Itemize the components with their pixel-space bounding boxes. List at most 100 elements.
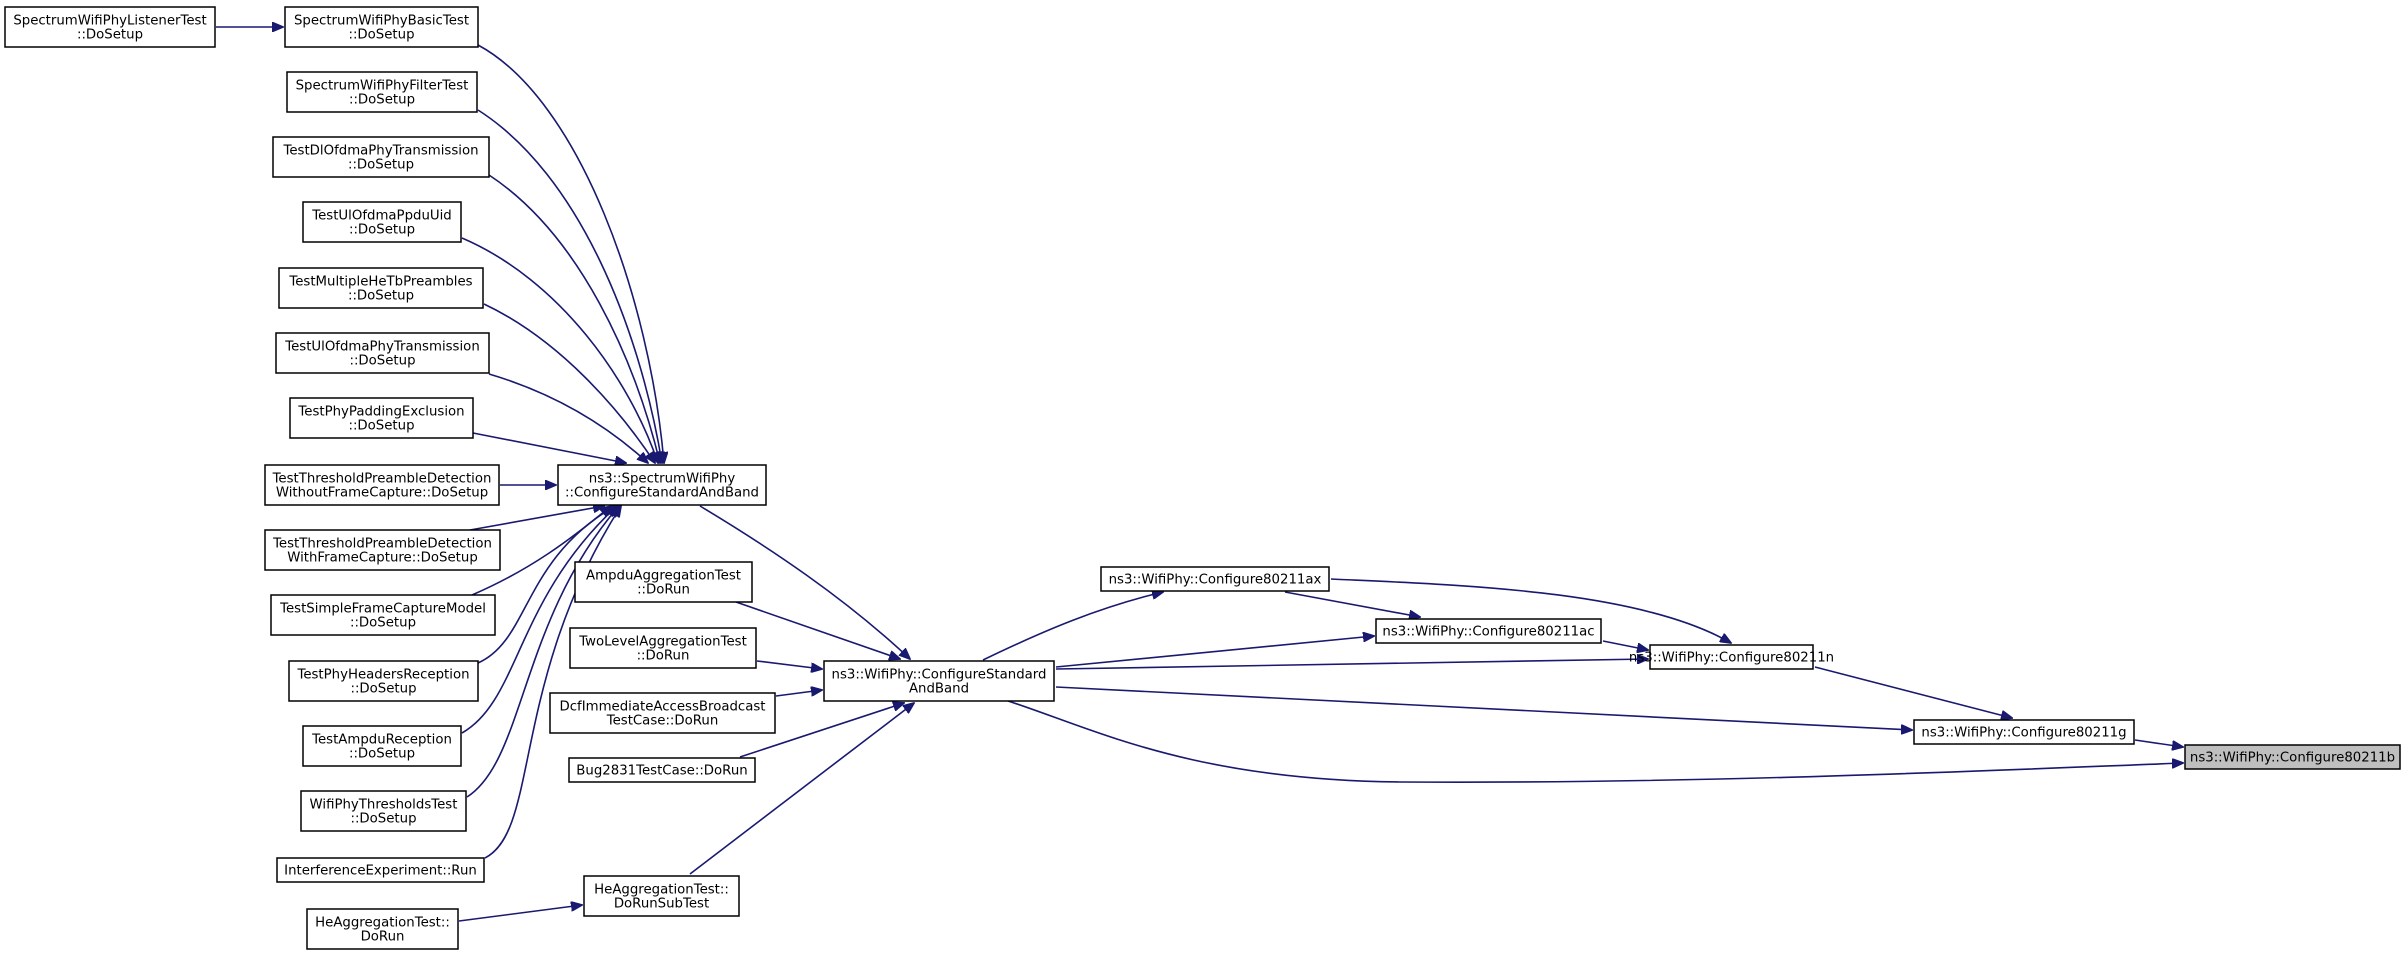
edge-spectrum-basic-test-to-spectrum-configure-standard-and-band: [477, 44, 664, 463]
node-label: TestDlOfdmaPhyTransmission: [282, 144, 478, 159]
node-box: [276, 857, 485, 883]
edge-spectrum-configure-standard-and-band-to-wifiphy-configure-standard-and-band: [699, 505, 910, 659]
node-dl-ofdma-phy-transmission[interactable]: TestDlOfdmaPhyTransmission::DoSetup: [272, 136, 490, 178]
node-label: Bug2831TestCase::DoRun: [576, 764, 747, 779]
edge-ul-ofdma-ppdu-uid-to-spectrum-configure-standard-and-band: [461, 237, 658, 463]
node-phy-headers-reception[interactable]: TestPhyHeadersReception::DoSetup: [288, 660, 479, 702]
node-label: WithoutFrameCapture::DoSetup: [276, 486, 488, 501]
edge-wifiphy-thresholds-test-to-spectrum-configure-standard-and-band: [466, 506, 619, 798]
node-configure80211g[interactable]: ns3::WifiPhy::Configure80211g: [1913, 719, 2135, 745]
node-threshold-without-frame-capture[interactable]: TestThresholdPreambleDetectionWithoutFra…: [264, 464, 500, 506]
edge-ampdu-aggregation-test-to-wifiphy-configure-standard-and-band: [735, 601, 900, 659]
node-ul-ofdma-ppdu-uid[interactable]: TestUlOfdmaPpduUid::DoSetup: [302, 201, 462, 243]
edge-dl-ofdma-phy-transmission-to-spectrum-configure-standard-and-band: [488, 174, 660, 463]
edges-layer: [216, 27, 2183, 922]
node-label: ::DoSetup: [350, 616, 416, 631]
node-spectrum-filter-test[interactable]: SpectrumWifiPhyFilterTest::DoSetup: [286, 71, 478, 113]
node-wifiphy-thresholds-test[interactable]: WifiPhyThresholdsTest::DoSetup: [300, 790, 467, 832]
node-configure80211b[interactable]: ns3::WifiPhy::Configure80211b: [2184, 744, 2401, 770]
node-spectrum-listener-test[interactable]: SpectrumWifiPhyListenerTest::DoSetup: [4, 6, 216, 48]
node-spectrum-basic-test[interactable]: SpectrumWifiPhyBasicTest::DoSetup: [284, 6, 479, 48]
node-label: ns3::WifiPhy::Configure80211g: [1921, 726, 2126, 741]
node-label: TestSimpleFrameCaptureModel: [279, 602, 486, 617]
node-box: [1375, 618, 1602, 644]
edge-multiple-he-tb-preambles-to-spectrum-configure-standard-and-band: [483, 303, 655, 463]
node-label: SpectrumWifiPhyFilterTest: [296, 79, 469, 94]
node-phy-padding-exclusion[interactable]: TestPhyPaddingExclusion::DoSetup: [289, 397, 474, 439]
node-he-aggregation-dorun[interactable]: HeAggregationTest::DoRun: [306, 908, 459, 950]
node-box: [302, 201, 462, 243]
node-label: ns3::WifiPhy::Configure80211ax: [1109, 573, 1322, 588]
edge-spectrum-filter-test-to-spectrum-configure-standard-and-band: [477, 109, 662, 463]
node-configure80211n[interactable]: ns3::WifiPhy::Configure80211n: [1629, 644, 1834, 670]
node-label: DcfImmediateAccessBroadcast: [559, 700, 765, 715]
node-box: [264, 464, 500, 506]
edge-wifiphy-configure-standard-and-band-to-configure80211n: [1055, 659, 1648, 670]
node-box: [549, 692, 776, 734]
node-label: AmpduAggregationTest: [586, 569, 741, 584]
edge-phy-padding-exclusion-to-spectrum-configure-standard-and-band: [472, 432, 626, 463]
node-bug2831[interactable]: Bug2831TestCase::DoRun: [568, 757, 756, 783]
edge-wifiphy-configure-standard-and-band-to-configure80211g: [1055, 686, 1912, 730]
node-label: ::DoSetup: [350, 682, 416, 697]
node-label: ::DoSetup: [349, 747, 415, 762]
node-spectrum-configure-standard-and-band[interactable]: ns3::SpectrumWifiPhy::ConfigureStandardA…: [557, 464, 767, 506]
node-ul-ofdma-phy-transmission[interactable]: TestUlOfdmaPhyTransmission::DoSetup: [275, 332, 490, 374]
node-label: DoRunSubTest: [614, 897, 709, 912]
node-label: TestMultipleHeTbPreambles: [288, 275, 472, 290]
node-label: AndBand: [909, 682, 969, 697]
node-label: TestThresholdPreambleDetection: [272, 472, 492, 487]
node-label: TestUlOfdmaPhyTransmission: [284, 340, 480, 355]
edge-wifiphy-configure-standard-and-band-to-configure80211ac: [1055, 636, 1374, 668]
edge-configure80211g-to-configure80211b: [2134, 739, 2183, 747]
node-box: [264, 529, 501, 571]
edge-threshold-with-frame-capture-to-spectrum-configure-standard-and-band: [469, 506, 604, 531]
node-he-aggregation-subtest[interactable]: HeAggregationTest::DoRunSubTest: [583, 875, 740, 917]
node-label: TestThresholdPreambleDetection: [272, 537, 492, 552]
node-dcf-immediate-access[interactable]: DcfImmediateAccessBroadcastTestCase::DoR…: [549, 692, 776, 734]
node-box: [302, 725, 462, 767]
node-configure80211ax[interactable]: ns3::WifiPhy::Configure80211ax: [1100, 566, 1330, 592]
node-configure80211ac[interactable]: ns3::WifiPhy::Configure80211ac: [1375, 618, 1602, 644]
node-wifiphy-configure-standard-and-band[interactable]: ns3::WifiPhy::ConfigureStandardAndBand: [823, 660, 1055, 702]
node-label: ::ConfigureStandardAndBand: [565, 486, 759, 501]
node-two-level-aggregation-test[interactable]: TwoLevelAggregationTest::DoRun: [569, 627, 757, 669]
node-box: [288, 660, 479, 702]
edge-ampdu-reception-to-spectrum-configure-standard-and-band: [461, 506, 617, 734]
node-box: [1649, 644, 1814, 670]
node-box: [289, 397, 474, 439]
node-label: ::DoRun: [637, 649, 690, 664]
node-label: ns3::WifiPhy::Configure80211ac: [1382, 625, 1594, 640]
node-label: HeAggregationTest::: [315, 916, 450, 931]
node-threshold-with-frame-capture[interactable]: TestThresholdPreambleDetectionWithFrameC…: [264, 529, 501, 571]
node-label: ::DoSetup: [348, 158, 414, 173]
edge-configure80211ax-to-configure80211ac: [1284, 591, 1420, 617]
node-label: TwoLevelAggregationTest: [578, 635, 747, 650]
node-simple-frame-capture-model[interactable]: TestSimpleFrameCaptureModel::DoSetup: [270, 594, 496, 636]
edge-phy-headers-reception-to-spectrum-configure-standard-and-band: [477, 506, 615, 664]
edge-configure80211ax-to-configure80211n: [1330, 578, 1731, 643]
edge-configure80211ac-to-configure80211n: [1602, 640, 1648, 650]
edge-dcf-immediate-access-to-wifiphy-configure-standard-and-band: [775, 690, 822, 697]
node-box: [284, 6, 479, 48]
node-label: ::DoSetup: [349, 354, 415, 369]
node-box: [574, 561, 753, 603]
node-box: [583, 875, 740, 917]
node-interference-experiment[interactable]: InterferenceExperiment::Run: [276, 857, 485, 883]
node-label: TestUlOfdmaPpduUid: [311, 209, 452, 224]
node-box: [569, 627, 757, 669]
node-box: [286, 71, 478, 113]
node-label: InterferenceExperiment::Run: [284, 864, 477, 879]
node-label: ::DoRun: [637, 583, 690, 598]
node-ampdu-aggregation-test[interactable]: AmpduAggregationTest::DoRun: [574, 561, 753, 603]
node-box: [1913, 719, 2135, 745]
node-box: [272, 136, 490, 178]
node-label: TestPhyPaddingExclusion: [297, 405, 464, 420]
node-ampdu-reception[interactable]: TestAmpduReception::DoSetup: [302, 725, 462, 767]
nodes-layer: ns3::WifiPhy::Configure80211b ns3::WifiPh…: [4, 6, 2401, 950]
node-multiple-he-tb-preambles[interactable]: TestMultipleHeTbPreambles::DoSetup: [278, 267, 484, 309]
node-label: WithFrameCapture::DoSetup: [287, 551, 478, 566]
edge-interference-experiment-to-spectrum-configure-standard-and-band: [484, 506, 621, 859]
node-label: ::DoSetup: [350, 812, 416, 827]
